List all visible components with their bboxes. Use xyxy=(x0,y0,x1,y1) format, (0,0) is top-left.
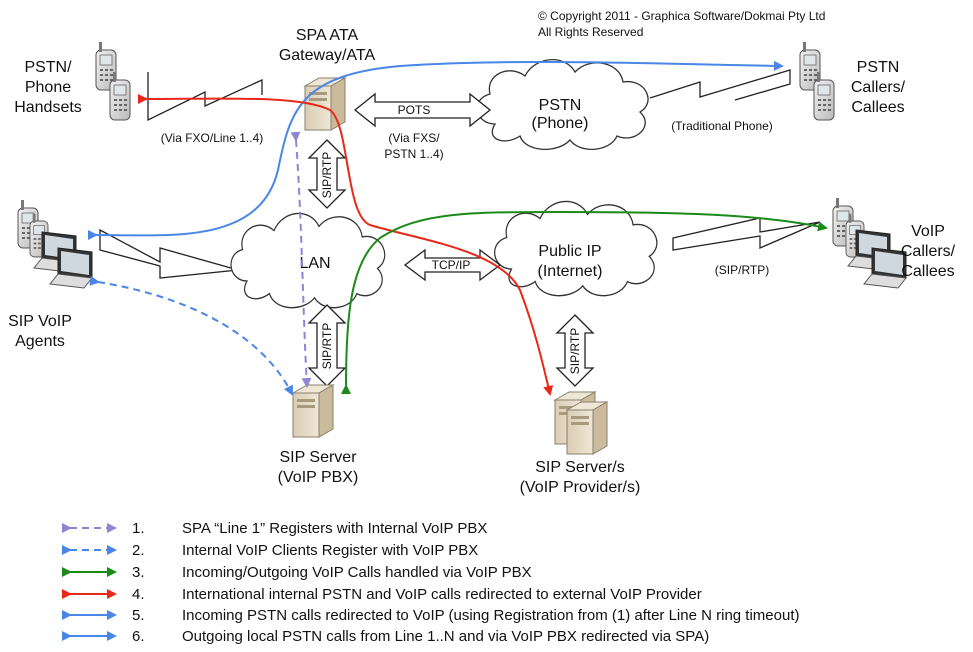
legend-item: 1. SPA “Line 1” Registers with Internal … xyxy=(62,520,487,537)
sip-rtp-label-ata: SIP/RTP xyxy=(320,152,334,198)
sip-rtp-paren-label: (SIP/RTP) xyxy=(715,263,769,277)
via-fxs-label-2: PSTN 1..4) xyxy=(384,147,443,161)
sip-provider-device-2 xyxy=(566,401,608,455)
via-fxo-label: (Via FXO/Line 1..4) xyxy=(161,131,264,145)
sip-agents-label-2: Agents xyxy=(15,333,65,350)
legend-item: 4. International internal PSTN and VoIP … xyxy=(62,586,702,603)
legend-item: 6. Outgoing local PSTN calls from Line 1… xyxy=(62,628,709,645)
public-cloud-label-2: (Internet) xyxy=(538,263,603,280)
pstn-handsets-label-2: Phone xyxy=(25,79,71,96)
voip-callers-icon xyxy=(832,197,907,289)
copyright-line-1: © Copyright 2011 - Graphica Software/Dok… xyxy=(538,9,825,23)
voip-callers-label-3: Callees xyxy=(901,263,954,280)
radio-link-agents xyxy=(99,228,239,279)
legend-num-6: 6. xyxy=(132,628,145,645)
spa-ata-label-1: SPA ATA xyxy=(296,27,359,44)
legend-item: 5. Incoming PSTN calls redirected to VoI… xyxy=(62,607,799,624)
legend-text-5: Incoming PSTN calls redirected to VoIP (… xyxy=(182,607,799,624)
pstn-callers-icon xyxy=(799,41,835,121)
radio-link-handsets xyxy=(147,72,263,122)
via-fxs-label-1: (Via FXS/ xyxy=(388,131,440,145)
flow-1-purple xyxy=(290,131,312,388)
flow-2-blue xyxy=(89,275,293,396)
pstn-handsets-label-3: Handsets xyxy=(14,99,82,116)
sip-provider-label-2: (VoIP Provider/s) xyxy=(520,479,641,496)
pstn-cloud-label-1: PSTN xyxy=(539,97,582,114)
voip-callers-label-2: Callers/ xyxy=(901,243,956,260)
sip-provider-label-1: SIP Server/s xyxy=(535,459,625,476)
sip-rtp-label-provider: SIP/RTP xyxy=(568,328,582,374)
legend-num-1: 1. xyxy=(132,520,145,537)
legend-item: 2. Internal VoIP Clients Register with V… xyxy=(62,542,478,559)
tcpip-label: TCP/IP xyxy=(432,258,471,272)
sip-server-device xyxy=(292,384,334,438)
sip-server-label-1: SIP Server xyxy=(279,449,357,466)
sip-agents-label-1: SIP VoIP xyxy=(8,313,72,330)
pstn-handsets-icon xyxy=(95,41,131,121)
legend-num-2: 2. xyxy=(132,542,145,559)
legend-item: 3. Incoming/Outgoing VoIP Calls handled … xyxy=(62,564,532,581)
pstn-callers-label-1: PSTN xyxy=(857,59,900,76)
copyright-line-2: All Rights Reserved xyxy=(538,25,643,39)
legend-text-2: Internal VoIP Clients Register with VoIP… xyxy=(182,542,478,559)
pstn-callers-label-2: Callers/ xyxy=(851,79,906,96)
legend: 1. SPA “Line 1” Registers with Internal … xyxy=(62,520,799,645)
legend-text-6: Outgoing local PSTN calls from Line 1..N… xyxy=(182,628,709,645)
pots-label: POTS xyxy=(398,103,431,117)
legend-text-4: International internal PSTN and VoIP cal… xyxy=(182,586,702,603)
lan-cloud-label: LAN xyxy=(299,255,330,272)
legend-text-3: Incoming/Outgoing VoIP Calls handled via… xyxy=(182,564,532,581)
spa-ata-label-2: Gateway/ATA xyxy=(279,47,376,64)
radio-link-pstn-callers xyxy=(649,69,791,101)
sip-rtp-label-pbx: SIP/RTP xyxy=(320,323,334,369)
legend-num-4: 4. xyxy=(132,586,145,603)
voip-callers-label-1: VoIP xyxy=(911,223,945,240)
flow-3-green xyxy=(340,210,828,395)
public-cloud-label-1: Public IP xyxy=(538,243,601,260)
pstn-handsets-label-1: PSTN/ xyxy=(24,59,72,76)
legend-text-1: SPA “Line 1” Registers with Internal VoI… xyxy=(182,520,487,537)
legend-num-3: 3. xyxy=(132,564,145,581)
sip-agents-icon xyxy=(17,199,93,289)
pstn-cloud-label-2: (Phone) xyxy=(532,115,589,132)
traditional-phone-label: (Traditional Phone) xyxy=(671,119,773,133)
sip-server-label-2: (VoIP PBX) xyxy=(278,469,359,486)
legend-num-5: 5. xyxy=(132,607,145,624)
pstn-callers-label-3: Callees xyxy=(851,99,904,116)
